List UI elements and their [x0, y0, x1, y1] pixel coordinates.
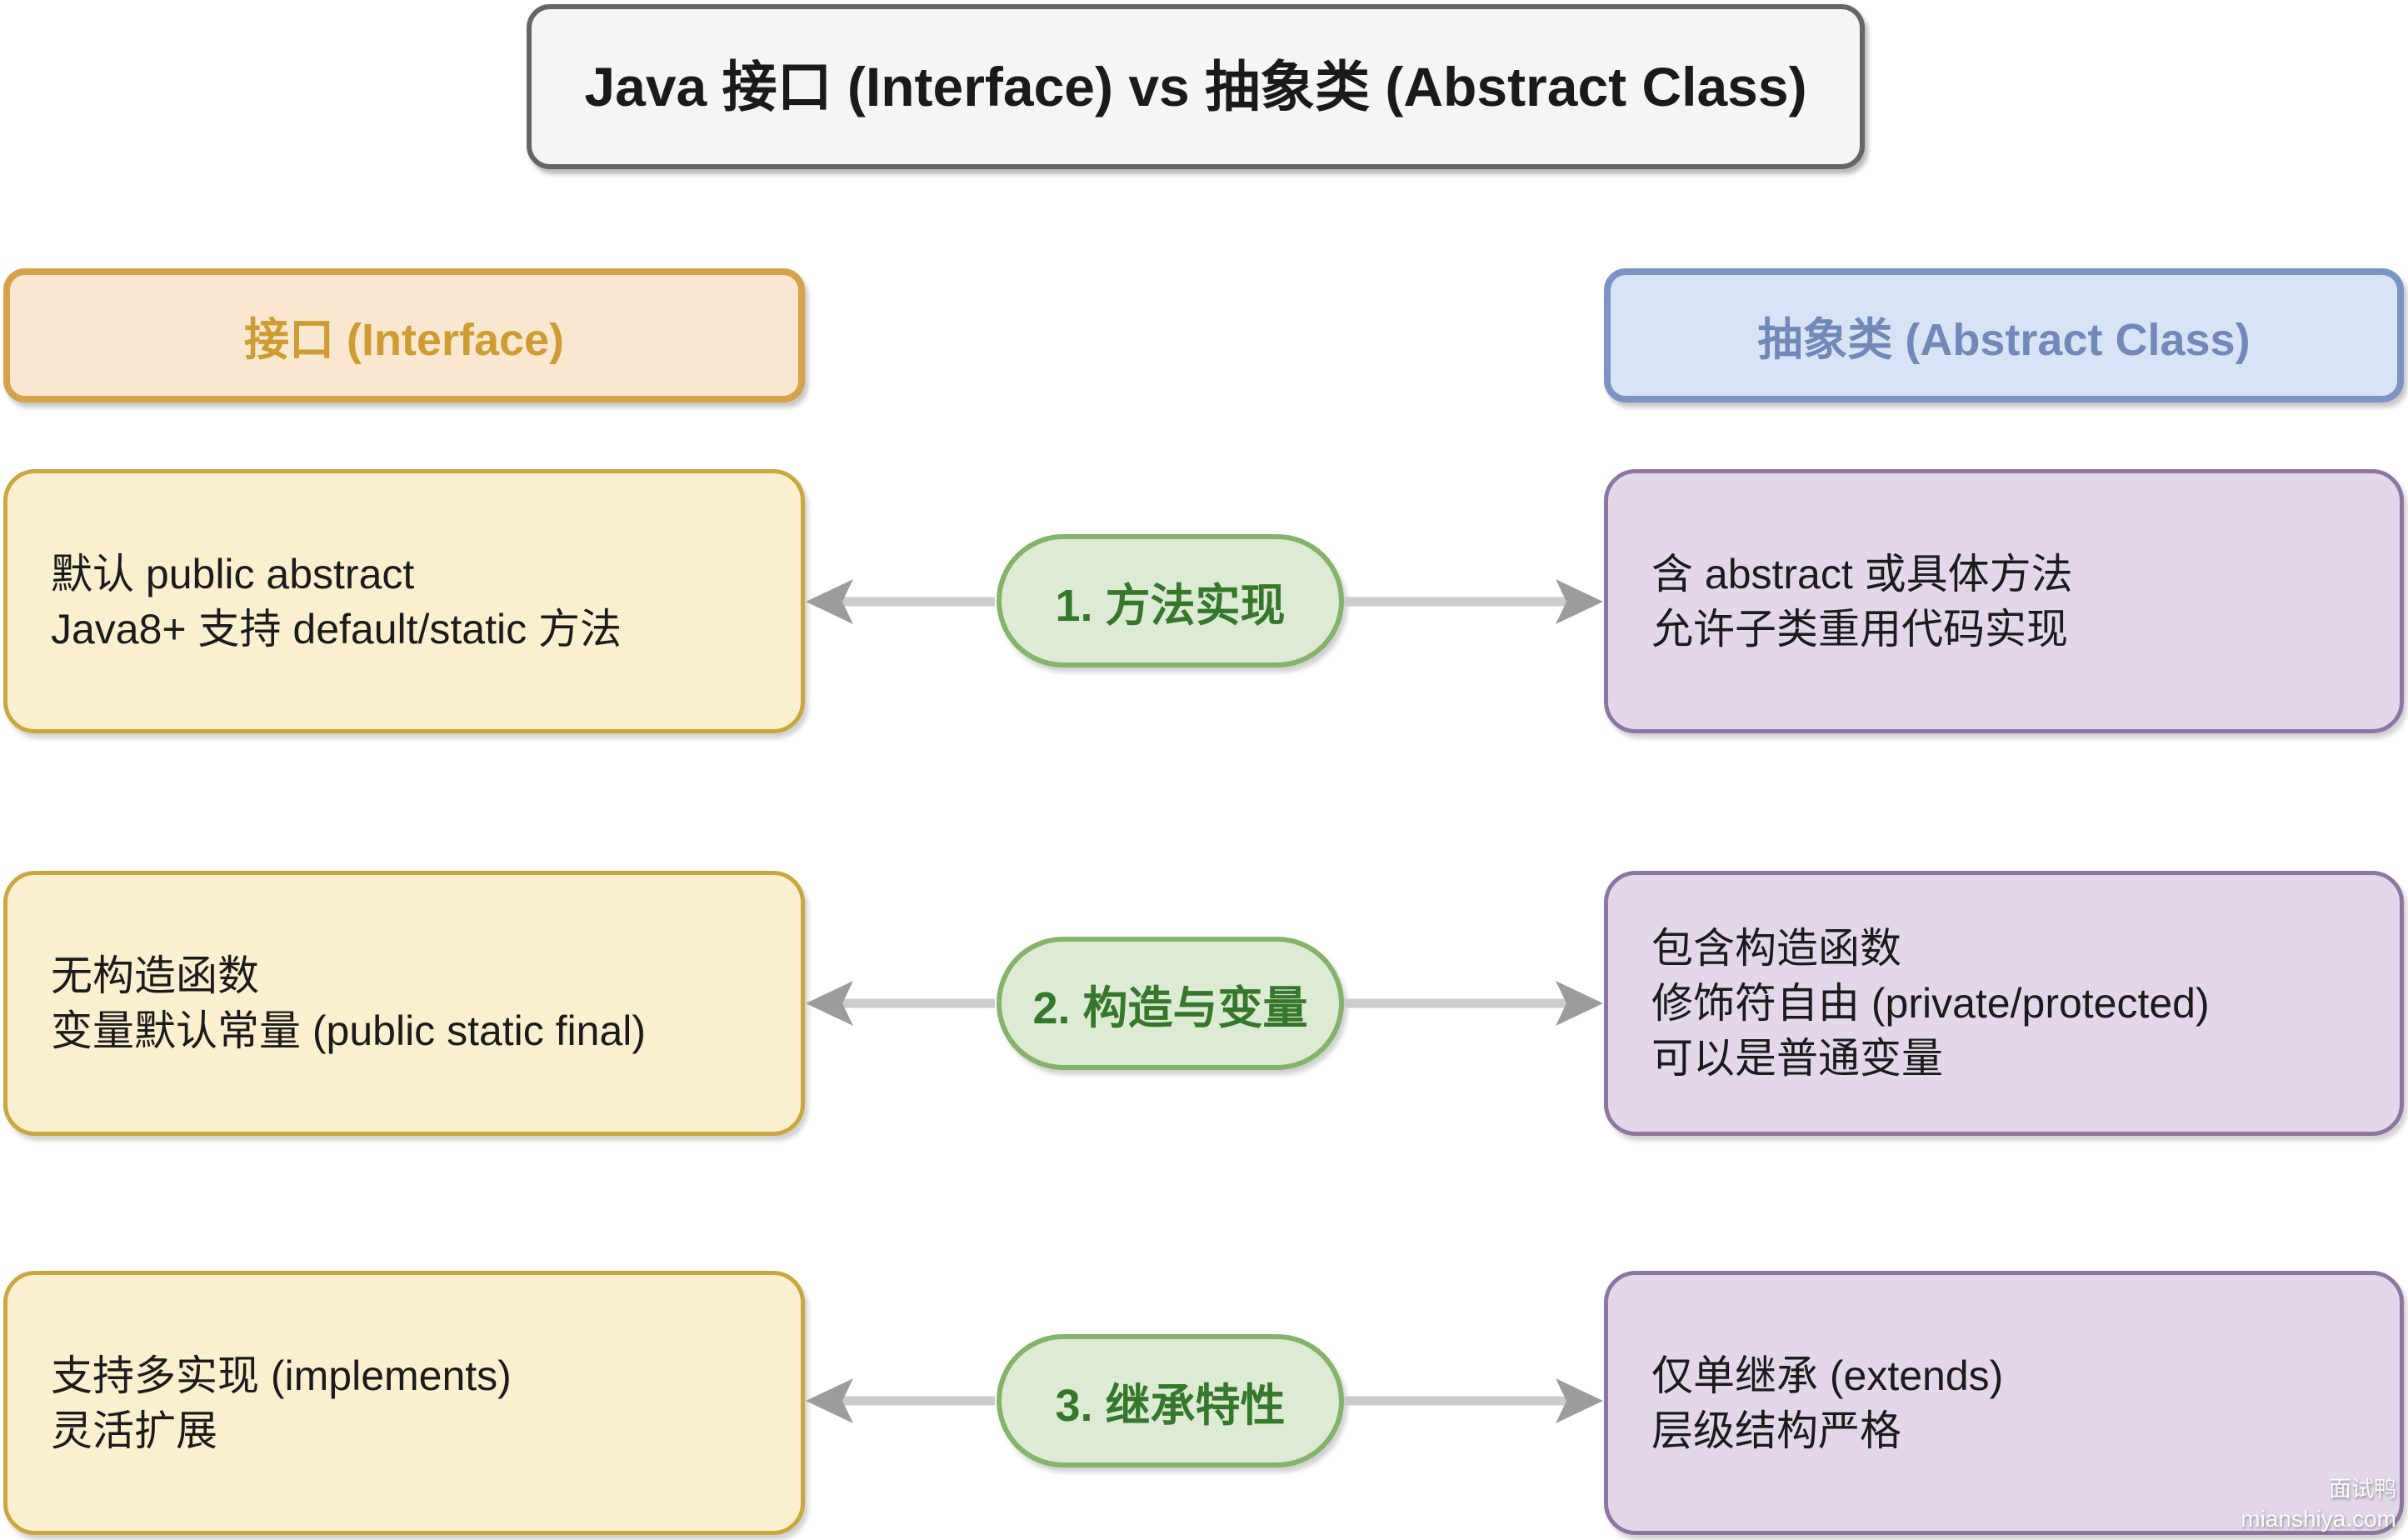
- topic-label: 3. 继承特性: [1055, 1380, 1286, 1431]
- text-line: 含 abstract 或具体方法: [1651, 550, 2073, 598]
- topic-label: 2. 构造与变量: [1032, 982, 1308, 1033]
- interface-cell-constructors: 无构造函数 变量默认常量 (public static final): [3, 871, 805, 1136]
- abstract-column-label: 抽象类 (Abstract Class): [1757, 315, 2251, 365]
- abstract-cell-inheritance: 仅单继承 (extends) 层级结构严格: [1604, 1271, 2404, 1535]
- text-line: 灵活扩展: [51, 1407, 217, 1454]
- text-line: Java8+ 支持 default/static 方法: [51, 605, 622, 652]
- diagram-title: Java 接口 (Interface) vs 抽象类 (Abstract Cla…: [584, 55, 1807, 118]
- cell-text: 含 abstract 或具体方法 允许子类重用代码实现: [1651, 547, 2073, 657]
- text-line: 无构造函数: [51, 952, 259, 999]
- cell-text: 支持多实现 (implements) 灵活扩展: [51, 1348, 512, 1458]
- text-line: 层级结构严格: [1651, 1407, 1901, 1454]
- right-arrow-icon: [1344, 981, 1603, 1026]
- cell-text: 包含构造函数 修饰符自由 (private/protected) 可以是普通变量: [1651, 921, 2210, 1086]
- text-line: 支持多实现 (implements): [51, 1352, 512, 1399]
- topic-pill-constructors: 2. 构造与变量: [997, 937, 1344, 1070]
- cell-text: 仅单继承 (extends) 层级结构严格: [1651, 1348, 2003, 1458]
- diagram-title-box: Java 接口 (Interface) vs 抽象类 (Abstract Cla…: [527, 4, 1865, 169]
- interface-cell-methods: 默认 public abstract Java8+ 支持 default/sta…: [3, 469, 805, 733]
- left-arrow-icon: [806, 981, 995, 1026]
- cell-text: 无构造函数 变量默认常量 (public static final): [51, 948, 646, 1058]
- cell-text: 默认 public abstract Java8+ 支持 default/sta…: [51, 547, 622, 657]
- topic-pill-inheritance: 3. 继承特性: [997, 1334, 1344, 1468]
- watermark: 面试鸭 mianshiya.com: [2241, 1476, 2396, 1533]
- abstract-column-header: 抽象类 (Abstract Class): [1604, 268, 2404, 402]
- topic-pill-methods: 1. 方法实现: [997, 534, 1344, 668]
- text-line: 包含构造函数: [1651, 925, 1901, 972]
- topic-label: 1. 方法实现: [1055, 580, 1286, 631]
- text-line: 变量默认常量 (public static final): [51, 1008, 647, 1054]
- abstract-cell-methods: 含 abstract 或具体方法 允许子类重用代码实现: [1604, 469, 2404, 733]
- watermark-url: mianshiya.com: [2241, 1506, 2396, 1532]
- text-line: 修饰符自由 (private/protected): [1651, 980, 2210, 1027]
- text-line: 默认 public abstract: [51, 550, 415, 598]
- watermark-brand: 面试鸭: [2329, 1477, 2396, 1502]
- text-line: 可以是普通变量: [1651, 1035, 1943, 1082]
- interface-column-label: 接口 (Interface): [243, 315, 565, 365]
- interface-cell-inheritance: 支持多实现 (implements) 灵活扩展: [3, 1271, 805, 1535]
- right-arrow-icon: [1344, 1378, 1603, 1423]
- text-line: 允许子类重用代码实现: [1651, 605, 2068, 652]
- right-arrow-icon: [1344, 579, 1603, 624]
- interface-column-header: 接口 (Interface): [3, 268, 805, 402]
- left-arrow-icon: [806, 579, 995, 624]
- text-line: 仅单继承 (extends): [1651, 1352, 2004, 1399]
- abstract-cell-constructors: 包含构造函数 修饰符自由 (private/protected) 可以是普通变量: [1604, 871, 2404, 1136]
- left-arrow-icon: [806, 1378, 995, 1423]
